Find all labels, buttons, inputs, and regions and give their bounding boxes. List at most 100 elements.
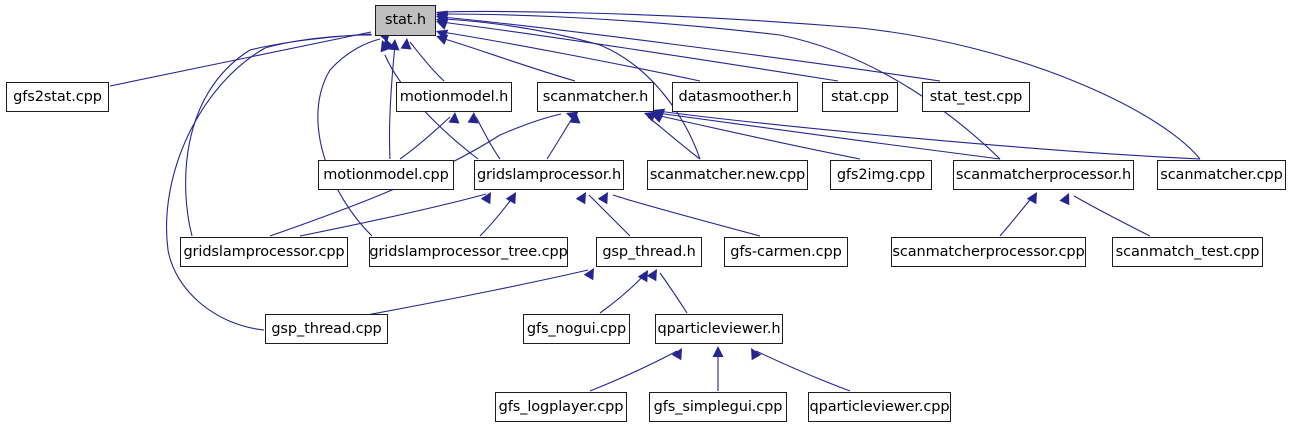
edge-gfs_nogui_cpp-to-gsp_thread_h: [599, 273, 646, 314]
node-gfs2stat_cpp[interactable]: gfs2stat.cpp: [6, 82, 109, 112]
node-label-motionmodel_h: motionmodel.h: [399, 88, 509, 105]
node-label-scanmatcher_cpp: scanmatcher.cpp: [1160, 166, 1283, 183]
edge-gridslamprocessor_h-to-motionmodel_h: [475, 116, 501, 160]
edge-gridslamprocessor_cpp-to-gridslamprocessor_h: [299, 193, 487, 237]
edge-arrowhead: [436, 29, 449, 40]
edge-arrowhead: [1059, 193, 1070, 206]
edge-gfs2img_cpp-to-scanmatcher_h: [655, 114, 861, 160]
edge-scanmatcher_h-to-stat_h: [440, 37, 576, 82]
node-qparticleviewer_cpp[interactable]: qparticleviewer.cpp: [808, 392, 951, 422]
node-label-scanmatcher_new_cpp: scanmatcher.new.cpp: [649, 166, 806, 183]
edge-arrowhead: [637, 270, 648, 283]
node-scanmatcher_h[interactable]: scanmatcher.h: [537, 82, 654, 112]
node-scanmatcher_cpp[interactable]: scanmatcher.cpp: [1157, 160, 1286, 190]
edge-arrowhead: [751, 348, 762, 361]
edge-stat_test_cpp-to-stat_h: [440, 16, 941, 82]
node-label-stat_cpp: stat.cpp: [830, 88, 889, 105]
edge-arrowhead: [575, 192, 586, 205]
edge-qparticleviewer_h-to-gsp_thread_h: [659, 272, 688, 314]
edge-arrowhead: [436, 10, 449, 21]
edge-qparticleviewer_cpp-to-qparticleviewer_h: [755, 350, 851, 392]
node-gfs_simplegui_cpp[interactable]: gfs_simplegui.cpp: [649, 392, 787, 422]
node-gridslamprocessor_h[interactable]: gridslamprocessor.h: [474, 160, 624, 190]
edge-arrowhead: [1026, 192, 1037, 205]
node-stat_h[interactable]: stat.h: [375, 5, 436, 36]
edge-motionmodel_h-to-stat_h: [409, 41, 445, 82]
edge-datasmoother_h-to-stat_h: [441, 31, 701, 82]
edge-gfs2stat_cpp-to-stat_h: [109, 31, 372, 87]
edge-arrowhead: [566, 111, 579, 122]
node-label-gridslamprocessor_cpp: gridslamprocessor.cpp: [183, 243, 345, 260]
node-scanmatch_test_cpp[interactable]: scanmatch_test.cpp: [1112, 237, 1263, 267]
edge-arrowhead: [480, 192, 491, 205]
node-label-qparticleviewer_h: qparticleviewer.h: [657, 320, 781, 337]
edge-arrowhead: [653, 108, 666, 119]
node-label-stat_test_cpp: stat_test.cpp: [929, 88, 1023, 105]
edge-motionmodel_cpp-to-stat_h: [388, 44, 396, 160]
edge-scanmatcher_cpp-to-scanmatcher_h: [657, 110, 1201, 160]
edge-gridslamprocessor_tree_cpp-to-stat_h: [317, 38, 381, 237]
node-gridslamprocessor_tree_cpp[interactable]: gridslamprocessor_tree.cpp: [369, 237, 568, 267]
edge-scanmatcherprocessor_h-to-scanmatcher_h: [656, 112, 1001, 160]
node-label-motionmodel_cpp: motionmodel.cpp: [323, 166, 449, 183]
node-label-gridslamprocessor_h: gridslamprocessor.h: [476, 166, 622, 183]
node-label-gfs_logplayer_cpp: gfs_logplayer.cpp: [498, 398, 624, 415]
edge-gsp_thread_h-to-gridslamprocessor_h: [588, 194, 631, 237]
node-label-gfs_nogui_cpp: gfs_nogui.cpp: [526, 320, 627, 337]
node-qparticleviewer_h[interactable]: qparticleviewer.h: [655, 314, 783, 344]
edge-arrowhead: [388, 39, 400, 51]
edge-gfs_logplayer_cpp-to-qparticleviewer_h: [589, 350, 678, 392]
node-gridslamprocessor_cpp[interactable]: gridslamprocessor.cpp: [180, 237, 348, 267]
node-stat_test_cpp[interactable]: stat_test.cpp: [922, 82, 1030, 112]
node-scanmatcherprocessor_h[interactable]: scanmatcherprocessor.h: [953, 160, 1134, 190]
node-label-datasmoother_h: datasmoother.h: [678, 88, 792, 105]
node-gsp_thread_h[interactable]: gsp_thread.h: [596, 237, 702, 267]
node-label-gfs_simplegui_cpp: gfs_simplegui.cpp: [653, 398, 783, 415]
edge-gridslamprocessor_cpp-to-scanmatcher_h: [269, 113, 562, 237]
edge-arrowhead: [448, 112, 460, 124]
node-gfs2img_cpp[interactable]: gfs2img.cpp: [830, 160, 932, 190]
edge-scanmatcherprocessor_cpp-to-scanmatcherprocessor_h: [999, 195, 1034, 237]
node-gfs_logplayer_cpp[interactable]: gfs_logplayer.cpp: [495, 392, 627, 422]
node-label-scanmatch_test_cpp: scanmatch_test.cpp: [1115, 243, 1260, 260]
node-motionmodel_cpp[interactable]: motionmodel.cpp: [318, 160, 454, 190]
node-stat_cpp[interactable]: stat.cpp: [822, 82, 898, 112]
node-scanmatcher_new_cpp[interactable]: scanmatcher.new.cpp: [647, 160, 808, 190]
edge-scanmatch_test_cpp-to-scanmatcherprocessor_h: [1073, 195, 1151, 237]
node-label-gsp_thread_cpp: gsp_thread.cpp: [271, 320, 382, 337]
edge-gsp_thread_cpp-to-gsp_thread_h: [349, 269, 589, 319]
edge-gridslamprocessor_h-to-scanmatcher_h: [546, 116, 574, 160]
node-label-scanmatcher_h: scanmatcher.h: [542, 88, 649, 105]
node-label-gfs_carmen_cpp: gfs-carmen.cpp: [730, 243, 842, 260]
edge-arrowhead: [712, 346, 724, 357]
edge-scanmatcher_cpp-to-stat_h: [440, 10, 1201, 160]
edge-arrowhead: [400, 38, 412, 50]
node-label-gfs2img_cpp: gfs2img.cpp: [836, 166, 926, 183]
node-datasmoother_h[interactable]: datasmoother.h: [672, 82, 798, 112]
node-scanmatcherprocessor_cpp[interactable]: scanmatcherprocessor.cpp: [891, 237, 1086, 267]
edge-arrowhead: [597, 192, 608, 205]
node-label-scanmatcherprocessor_h: scanmatcherprocessor.h: [955, 166, 1132, 183]
edge-arrowhead: [467, 112, 479, 124]
edge-motionmodel_cpp-to-motionmodel_h: [399, 116, 451, 160]
edge-scanmatcher_new_cpp-to-stat_h: [440, 18, 701, 160]
edge-scanmatcherprocessor_h-to-stat_h: [440, 13, 1001, 160]
node-gsp_thread_cpp[interactable]: gsp_thread.cpp: [265, 314, 388, 344]
node-gfs_nogui_cpp[interactable]: gfs_nogui.cpp: [523, 314, 630, 344]
node-label-stat_h: stat.h: [384, 12, 426, 29]
node-label-gridslamprocessor_tree_cpp: gridslamprocessor_tree.cpp: [369, 243, 568, 260]
node-label-gsp_thread_h: gsp_thread.h: [602, 243, 696, 260]
node-motionmodel_h[interactable]: motionmodel.h: [396, 82, 512, 112]
node-gfs_carmen_cpp[interactable]: gfs-carmen.cpp: [724, 237, 848, 267]
node-label-gfs2stat_cpp: gfs2stat.cpp: [13, 88, 102, 105]
edge-arrowhead: [671, 348, 682, 361]
edge-arrowhead: [505, 192, 516, 205]
edge-gfs_carmen_cpp-to-gridslamprocessor_h: [612, 194, 761, 237]
edge-gridslamprocessor_tree_cpp-to-gridslamprocessor_h: [479, 196, 514, 237]
edge-stat_cpp-to-stat_h: [440, 21, 839, 82]
edge-gsp_thread_cpp-to-stat_h: [166, 34, 373, 331]
node-label-scanmatcherprocessor_cpp: scanmatcherprocessor.cpp: [892, 243, 1085, 260]
node-label-qparticleviewer_cpp: qparticleviewer.cpp: [809, 398, 950, 415]
